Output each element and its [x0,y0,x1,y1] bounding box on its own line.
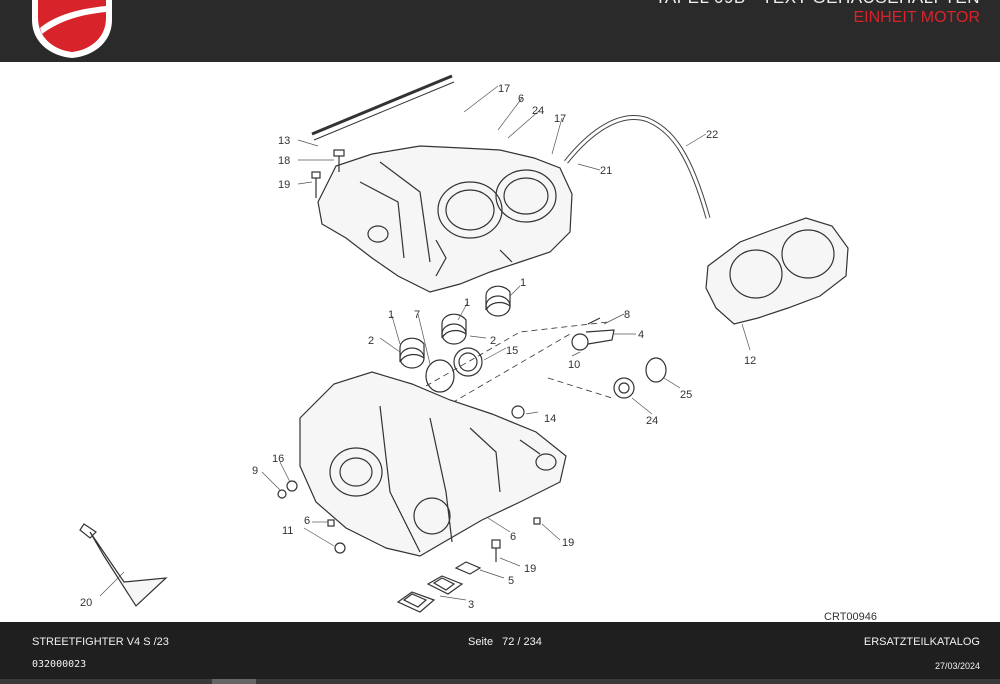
reed-valves [396,561,482,613]
callout-15: 15 [506,345,518,357]
dowel-6-lower [327,519,335,527]
seal-24 [613,377,635,399]
callout-19-upper: 19 [278,179,290,191]
circlip-7 [425,359,455,393]
callout-18-lower: 19 [524,563,536,575]
callout-17-b: 17 [554,113,566,125]
callout-18-upper: 18 [278,155,290,167]
ducati-logo [32,0,112,58]
callout-19-lower: 19 [562,537,574,549]
page-number: 72 / 234 [502,636,542,648]
scroll-strip [0,679,1000,684]
breather-hose [564,115,711,219]
plug-14 [511,405,525,419]
screw-19-upper [311,171,321,198]
plug-11 [334,542,346,554]
oil-pump-bracket [571,317,615,351]
callout-2-b: 2 [490,335,496,347]
callout-6-lower-b: 6 [510,531,516,543]
callout-23: 24 [532,105,544,117]
bolt-19-lower [533,517,541,525]
callout-10: 10 [568,359,580,371]
header-bar: TAFEL 09B - TEXT GEHÄUSEHÄLFTEN EINHEIT … [0,0,1000,62]
seal-strip [311,74,453,136]
callout-22: 22 [706,129,718,141]
sealant-tube [79,523,168,607]
callout-3: 3 [468,599,474,611]
page-label: Seite [468,636,494,648]
lower-crankcase [299,371,567,557]
section-subtitle: EINHEIT MOTOR [853,9,980,26]
callout-7: 7 [414,309,420,321]
bearing-shells [399,285,511,369]
callout-13: 13 [278,135,290,147]
footer-bar: STREETFIGHTER V4 S /23 Seite 72 / 234 ER… [0,622,1000,684]
circlip-25 [645,357,667,383]
callout-14: 14 [544,413,556,425]
callout-4: 4 [638,329,644,341]
page-indicator: Seite 72 / 234 [468,636,548,648]
callout-1-b: 1 [464,297,470,309]
oil-seal-15 [453,347,483,377]
callout-9: 9 [252,465,258,477]
callout-6-upper: 6 [518,93,524,105]
callout-8: 8 [624,309,630,321]
upper-crankcase [317,145,573,293]
callout-1-c: 1 [520,277,526,289]
model-name: STREETFIGHTER V4 S /23 [32,636,169,648]
page-title: TAFEL 09B - TEXT GEHÄUSEHÄLFTEN [655,0,980,8]
callout-24: 24 [646,415,658,427]
callout-11: 11 [282,525,293,537]
callout-12: 12 [744,355,756,367]
catalog-date: 27/03/2024 [934,661,980,671]
exploded-view-diagram: 13 18 19 17 6 24 17 21 22 1 2 7 1 2 1 15… [79,74,877,622]
bolt-9 [277,489,287,499]
callout-20: 20 [80,597,92,609]
callout-16: 16 [272,453,284,465]
head-gasket [705,217,849,325]
reference-code: CRT00946 [824,611,877,622]
callout-1-a: 1 [388,309,394,321]
callout-6-lower-a: 6 [304,515,310,527]
catalog-code: 032000023 [32,659,87,670]
catalog-title: ERSATZTEILKATALOG [863,636,980,648]
callout-17-a: 17 [498,83,510,95]
screw-18-upper [333,149,345,172]
washer-16 [286,480,298,492]
callout-25: 25 [680,389,692,401]
callout-21: 21 [600,165,612,177]
callout-2-a: 2 [368,335,374,347]
callout-5: 5 [508,575,514,587]
bolt-18-lower [491,539,501,549]
